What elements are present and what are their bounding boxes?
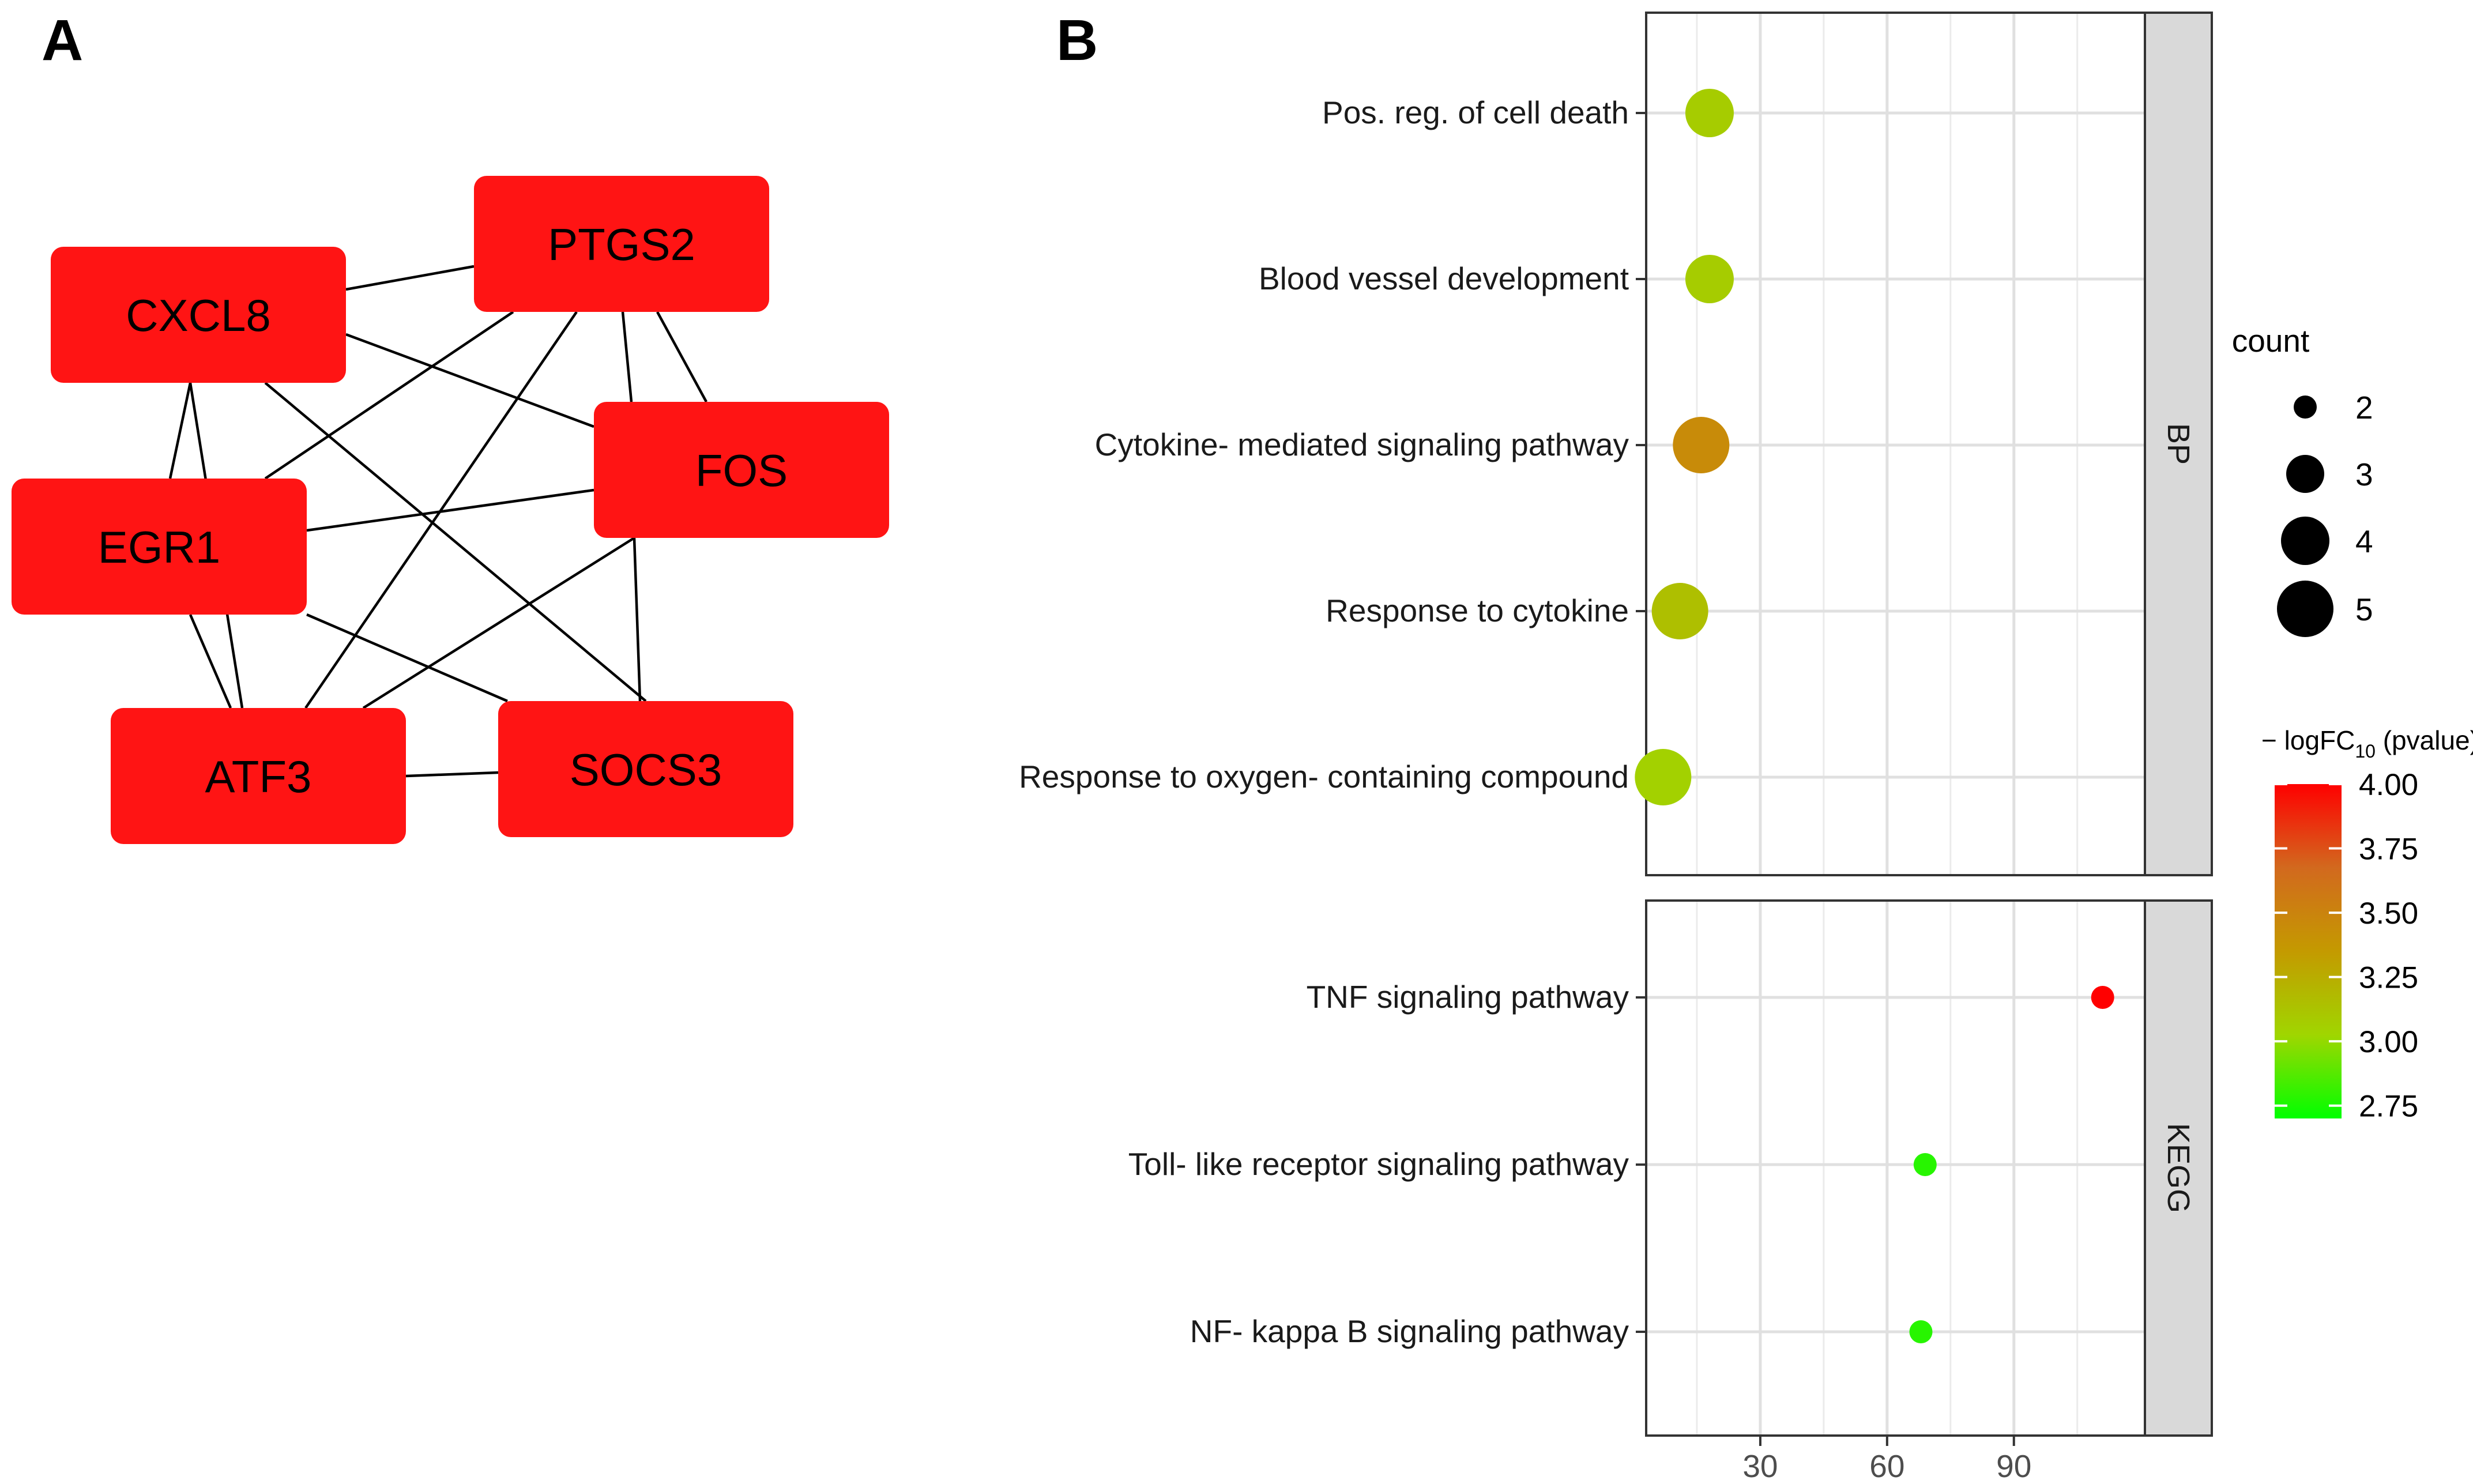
color-legend-label: 2.75 (2359, 1090, 2418, 1124)
color-legend-label: 3.00 (2359, 1025, 2418, 1059)
node-fos: FOS (594, 402, 889, 538)
node-label: EGR1 (98, 522, 220, 572)
y-tick-label-response-to-cytokine: Response to cytokine (1326, 593, 1629, 628)
node-box (474, 176, 769, 312)
facet-strip-label: KEGG (2161, 1123, 2196, 1213)
node-label: SOCS3 (570, 744, 722, 795)
point-cytokine-mediated-signaling-pathway (1673, 417, 1730, 473)
size-legend-key-2 (2294, 396, 2317, 419)
edge-fos-egr1 (306, 488, 594, 532)
size-legend-key-4 (2281, 517, 2329, 565)
node-socs3: SOCS3 (498, 701, 793, 837)
edge-atf3-socs3 (405, 771, 499, 778)
color-legend-bar (2275, 784, 2342, 1118)
y-tick-label-nf-kappa-b-signaling-pathway: NF- kappa B signaling pathway (1190, 1313, 1629, 1349)
size-legend-label-3: 3 (2355, 457, 2373, 492)
color-legend-label: 4.00 (2359, 768, 2418, 802)
edge-egr1-atf3 (189, 614, 232, 709)
y-tick-label-toll-like-receptor-signaling-pathway: Toll- like receptor signaling pathway (1128, 1146, 1629, 1182)
y-tick-label-cytokine-mediated-signaling-pathway: Cytokine- mediated signaling pathway (1095, 427, 1629, 462)
node-ptgs2: PTGS2 (474, 176, 769, 312)
y-tick-label-blood-vessel-development: Blood vessel development (1259, 261, 1629, 296)
node-box (498, 701, 793, 837)
panel-background (1646, 901, 2145, 1436)
color-legend-label: 3.25 (2359, 961, 2418, 995)
color-legend-label: 3.50 (2359, 897, 2418, 931)
node-label: FOS (695, 445, 788, 496)
point-tnf-signaling-pathway (2091, 986, 2114, 1009)
node-label: ATF3 (205, 751, 312, 802)
edge-ptgs2-atf3 (304, 311, 578, 709)
x-tick-label: 90 (1996, 1448, 2031, 1484)
edge-ptgs2-socs3 (621, 311, 633, 402)
x-tick-label: 60 (1869, 1448, 1904, 1484)
point-response-to-cytokine (1651, 583, 1708, 639)
x-tick-label: 30 (1742, 1448, 1778, 1484)
size-legend-key-5 (2277, 581, 2333, 637)
node-box (111, 708, 406, 844)
panel-label-a: A (42, 8, 84, 73)
edge-cxcl8-fos (345, 333, 594, 428)
y-tick-label-response-to-oxygen-containing-compound: Response to oxygen- containing compound (1019, 759, 1629, 794)
size-legend-label-2: 2 (2355, 390, 2373, 425)
size-legend-title: count (2232, 323, 2310, 359)
edge-ptgs2-egr1 (264, 311, 514, 480)
edge-egr1-socs3 (306, 613, 508, 703)
point-nf-kappa-b-signaling-pathway (1909, 1320, 1933, 1343)
facet-strip-label: BP (2161, 423, 2196, 465)
node-cxcl8: CXCL8 (51, 247, 346, 383)
point-pos-reg-of-cell-death (1685, 89, 1734, 137)
y-tick-label-tnf-signaling-pathway: TNF signaling pathway (1307, 979, 1629, 1015)
color-legend-label: 3.75 (2359, 833, 2418, 867)
y-tick-label-pos-reg-of-cell-death: Pos. reg. of cell death (1322, 95, 1629, 130)
point-toll-like-receptor-signaling-pathway (1913, 1153, 1937, 1176)
edge-cxcl8-egr1 (168, 382, 192, 479)
size-legend-key-3 (2286, 455, 2324, 493)
point-blood-vessel-development (1685, 255, 1734, 303)
node-egr1: EGR1 (12, 479, 307, 615)
node-box (12, 479, 307, 615)
edge-cxcl8-ptgs2 (345, 265, 475, 291)
node-label: PTGS2 (548, 219, 695, 270)
edge-ptgs2-fos (656, 311, 707, 403)
facet-strip (2144, 12, 2213, 876)
edge-fos-atf3 (362, 537, 635, 709)
panel-label-b: B (1056, 8, 1098, 73)
node-box (594, 402, 889, 538)
facet-strip (2144, 899, 2213, 1437)
node-atf3: ATF3 (111, 708, 406, 844)
point-response-to-oxygen-containing-compound (1635, 749, 1692, 805)
size-legend-label-4: 4 (2355, 523, 2373, 559)
size-legend-label-5: 5 (2355, 592, 2373, 627)
node-label: CXCL8 (126, 290, 270, 341)
edge-fos-socs3 (633, 537, 642, 702)
node-box (51, 247, 346, 383)
color-legend-title: − logFC10 (pvalue) (2261, 725, 2473, 762)
